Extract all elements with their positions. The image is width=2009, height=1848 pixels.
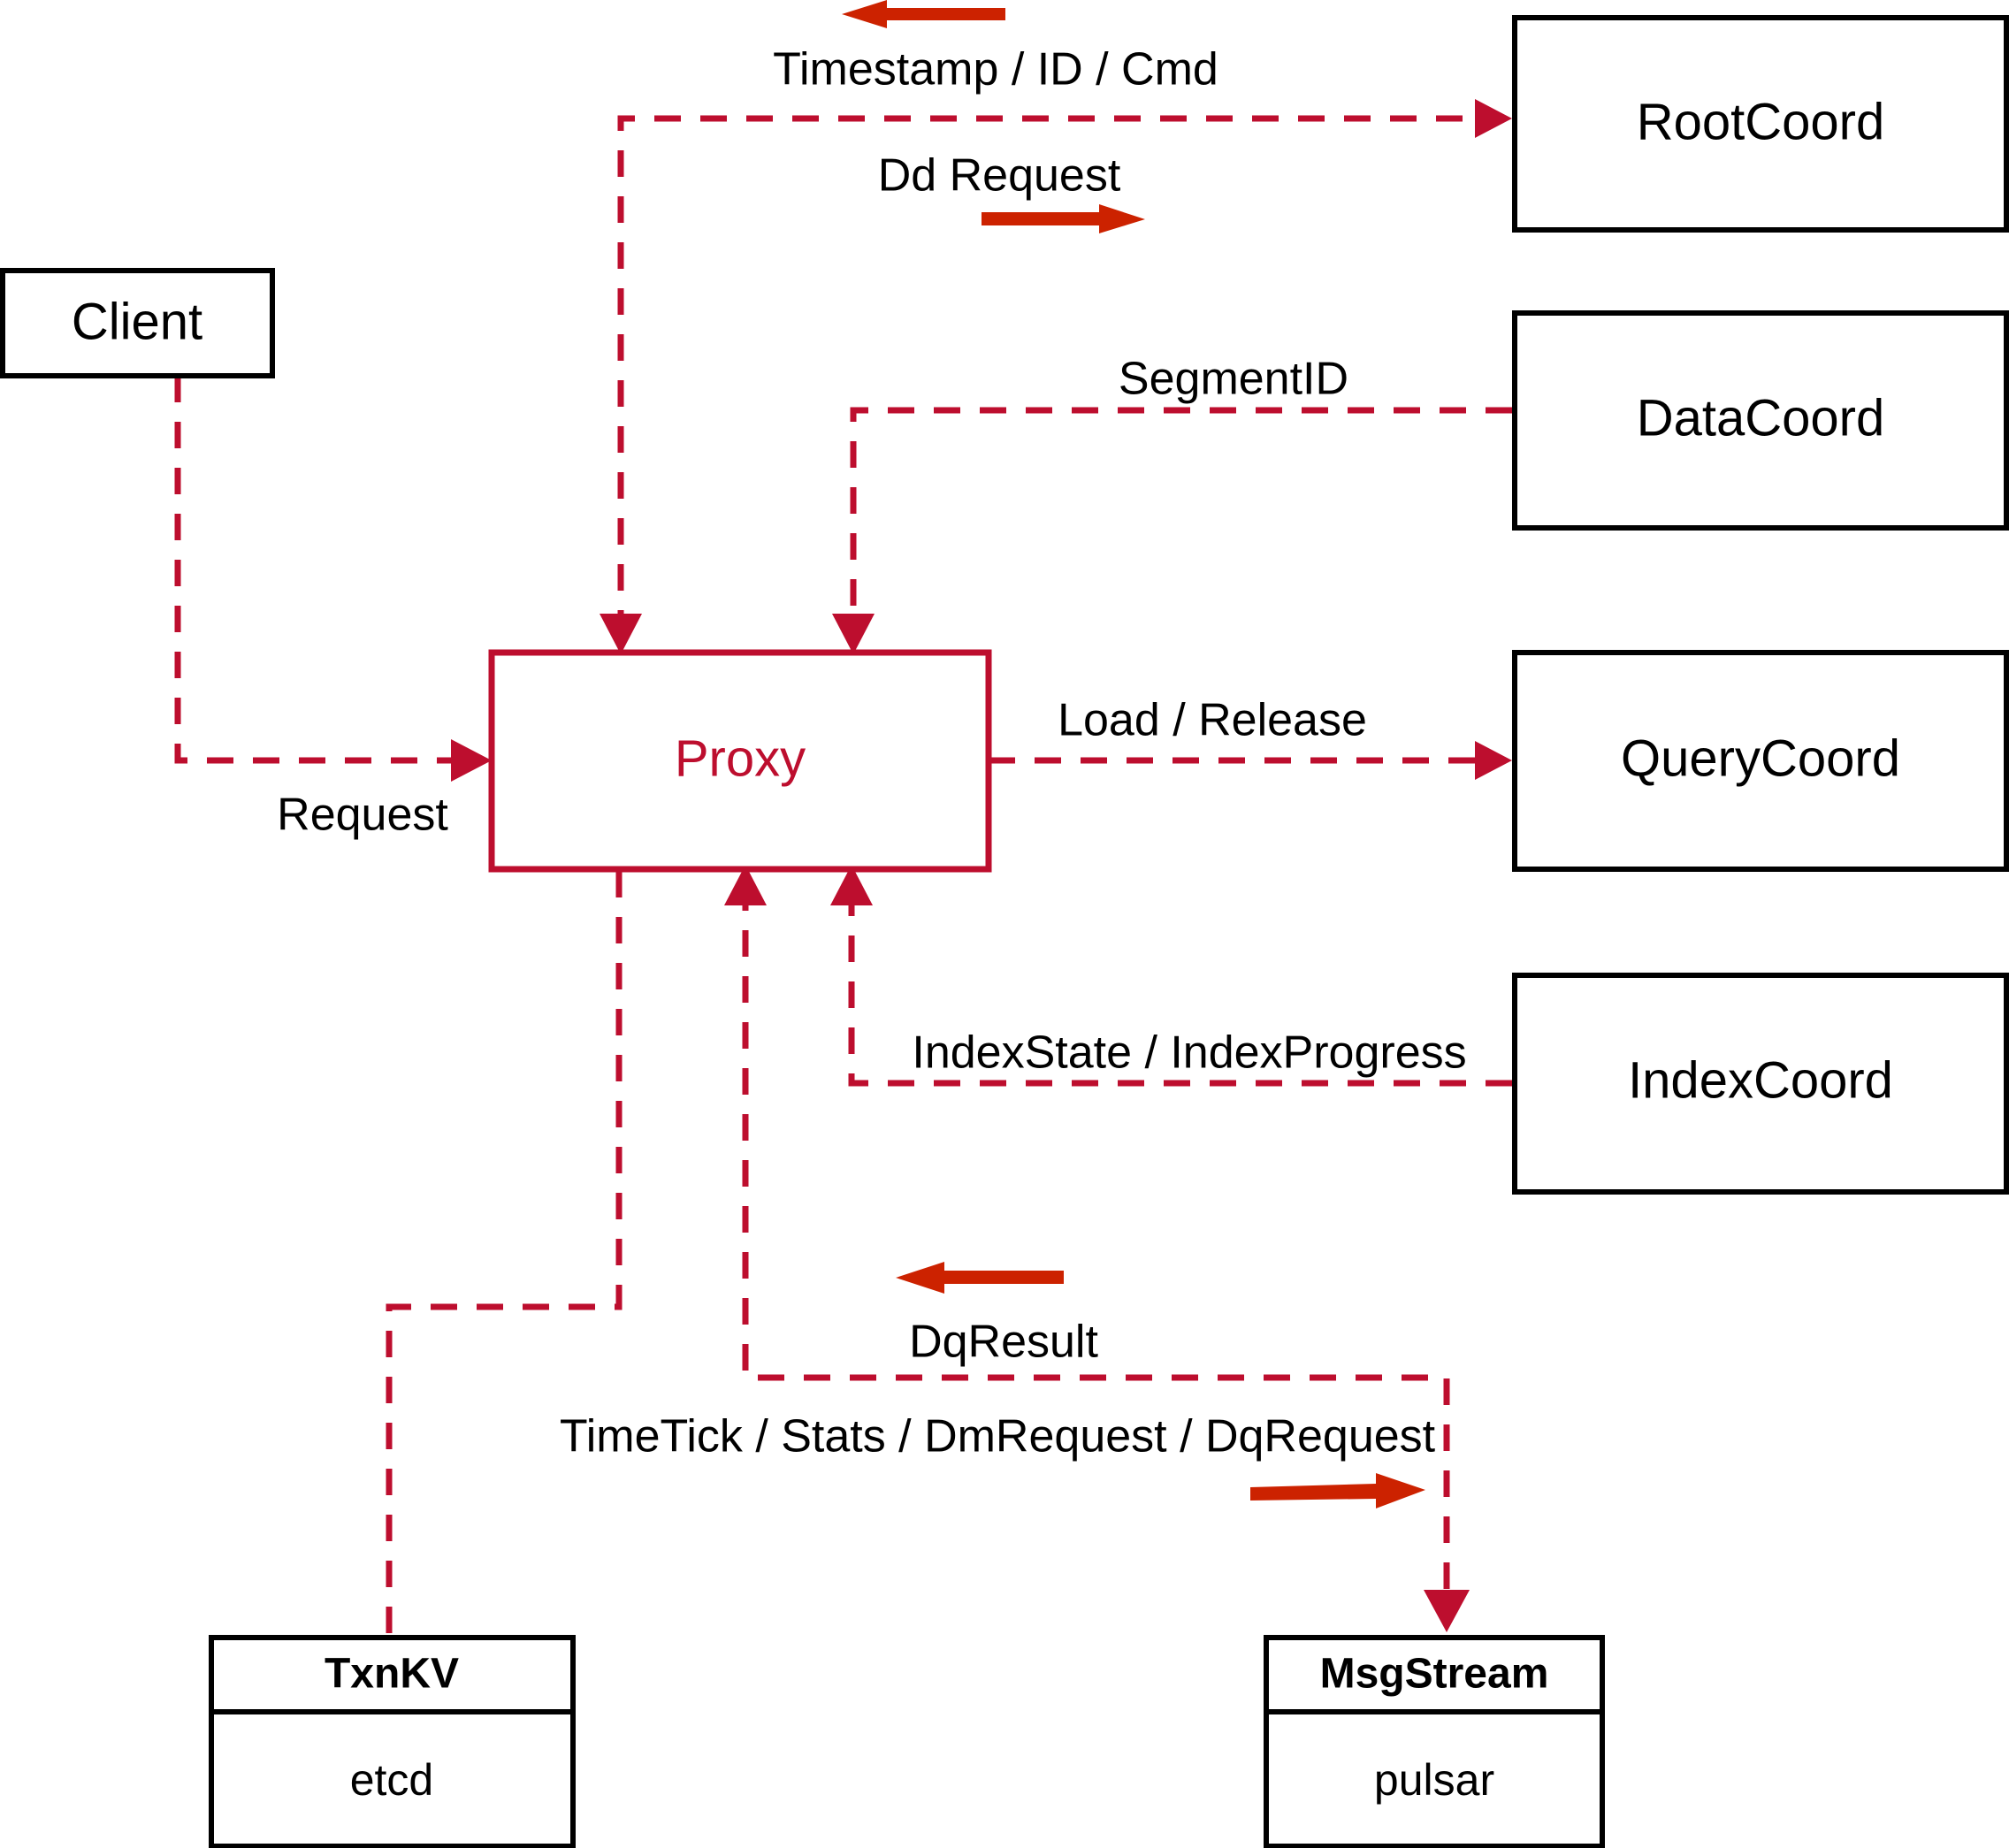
dd-request-flow-arrow bbox=[982, 204, 1145, 233]
dd-request-flow-arrow-shape bbox=[982, 204, 1145, 233]
dq-request-flow-arrow bbox=[1250, 1473, 1425, 1508]
dq-request-flow-arrow-shape bbox=[1250, 1473, 1425, 1508]
node-txnkv[interactable]: TxnKV etcd bbox=[209, 1635, 576, 1848]
edge-path-proxy-rootcoord bbox=[617, 115, 1494, 637]
edge-label-load-release: Load / Release bbox=[1058, 695, 1367, 746]
edge-client-proxy bbox=[174, 376, 492, 782]
edge-label-segment-id: SegmentID bbox=[1119, 354, 1348, 405]
node-datacoord[interactable]: DataCoord bbox=[1512, 310, 2009, 531]
msgstream-box[interactable] bbox=[1264, 1635, 1605, 1848]
timestamp-flow-arrow-shape bbox=[842, 0, 1005, 28]
datacoord-box[interactable] bbox=[1512, 310, 2009, 531]
edge-label-timestamp-id-cmd: Timestamp / ID / Cmd bbox=[773, 44, 1218, 95]
querycoord-box[interactable] bbox=[1512, 650, 2009, 872]
msgstream-label: MsgStream bbox=[1320, 1651, 1549, 1698]
node-proxy[interactable]: Proxy bbox=[488, 649, 992, 873]
edge-proxy-querycoord bbox=[989, 741, 1512, 780]
txnkv-box[interactable] bbox=[209, 1635, 576, 1848]
edge-proxy-rootcoord bbox=[600, 99, 1512, 654]
edge-datacoord-proxy bbox=[832, 407, 1512, 654]
arrowhead-proxy-left bbox=[451, 739, 492, 782]
txnkv-label: TxnKV bbox=[325, 1651, 459, 1698]
rootcoord-label: RootCoord bbox=[1637, 93, 1884, 150]
arrowhead-proxy-top-left bbox=[600, 614, 642, 654]
rootcoord-box[interactable] bbox=[1512, 15, 2009, 233]
edge-label-dd-request: Dd Request bbox=[878, 150, 1121, 202]
arrowhead-proxy-bottom-right bbox=[830, 865, 873, 905]
edge-proxy-txnkv bbox=[386, 871, 623, 1638]
arrowhead-msgstream bbox=[1424, 1590, 1470, 1632]
msgstream-sublabel: pulsar bbox=[1374, 1755, 1494, 1805]
dq-result-flow-arrow-shape bbox=[896, 1262, 1064, 1294]
edge-path-datacoord-proxy bbox=[850, 407, 1512, 637]
edge-path-indexcoord-proxy bbox=[848, 884, 1512, 1087]
proxy-label: Proxy bbox=[675, 729, 806, 787]
node-indexcoord[interactable]: IndexCoord bbox=[1512, 973, 2009, 1195]
arrowhead-rootcoord bbox=[1475, 99, 1512, 138]
node-rootcoord[interactable]: RootCoord bbox=[1512, 15, 2009, 233]
edge-path-proxy-msgstream bbox=[742, 884, 1450, 1607]
edge-label-index-state-progress: IndexState / IndexProgress bbox=[912, 1027, 1466, 1079]
arrowhead-proxy-bottom-left bbox=[724, 865, 767, 905]
dq-result-flow-arrow bbox=[896, 1262, 1064, 1294]
arrowhead-querycoord bbox=[1475, 741, 1512, 780]
node-querycoord[interactable]: QueryCoord bbox=[1512, 650, 2009, 872]
querycoord-label: QueryCoord bbox=[1621, 729, 1900, 787]
client-box[interactable] bbox=[0, 268, 275, 378]
edge-indexcoord-proxy bbox=[830, 865, 1512, 1087]
edge-path-client-proxy bbox=[174, 376, 471, 764]
proxy-box[interactable] bbox=[488, 649, 992, 873]
timestamp-flow-arrow bbox=[842, 0, 1005, 28]
client-label: Client bbox=[72, 293, 202, 350]
txnkv-sublabel: etcd bbox=[350, 1755, 434, 1805]
edge-label-dq-result: DqResult bbox=[909, 1317, 1098, 1368]
edge-label-timetick-stats: TimeTick / Stats / DmRequest / DqRequest bbox=[560, 1411, 1436, 1462]
edge-label-request: Request bbox=[277, 790, 448, 841]
datacoord-label: DataCoord bbox=[1637, 389, 1884, 447]
indexcoord-box[interactable] bbox=[1512, 973, 2009, 1195]
node-client[interactable]: Client bbox=[0, 268, 275, 378]
edge-path-proxy-txnkv bbox=[386, 871, 623, 1638]
edge-proxy-msgstream bbox=[724, 865, 1470, 1632]
arrowhead-proxy-top-right bbox=[832, 614, 875, 654]
node-msgstream[interactable]: MsgStream pulsar bbox=[1264, 1635, 1605, 1848]
indexcoord-label: IndexCoord bbox=[1628, 1051, 1893, 1109]
